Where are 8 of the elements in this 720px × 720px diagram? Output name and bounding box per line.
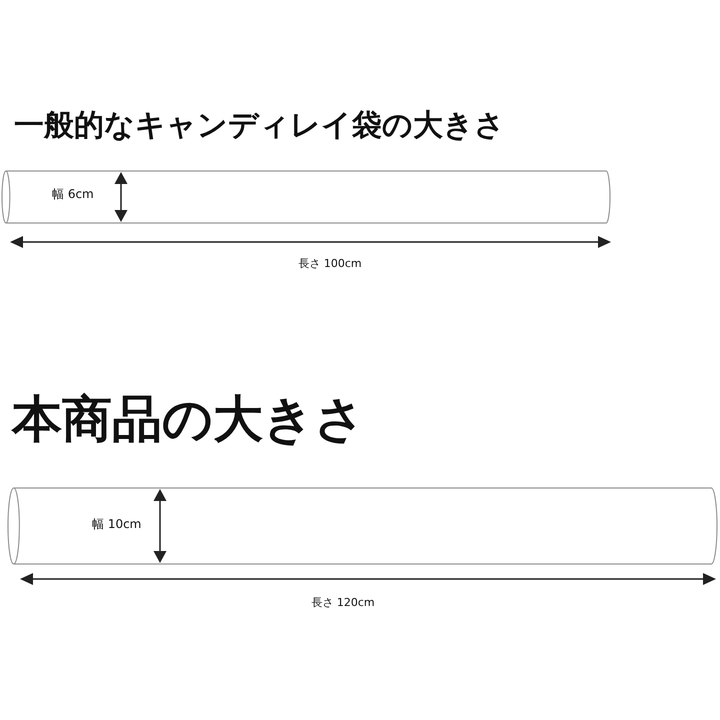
dimension-label: 長さ 120cm [311,597,375,610]
dimension-label: 長さ 100cm [298,258,362,271]
heading: 本商品の大きさ [12,391,365,448]
tube [2,171,610,223]
dimension-label: 幅 10cm [92,518,142,532]
dimension-label: 幅 6cm [52,188,94,202]
tube [8,488,717,564]
heading: 一般的なキャンディレイ袋の大きさ [14,109,505,144]
